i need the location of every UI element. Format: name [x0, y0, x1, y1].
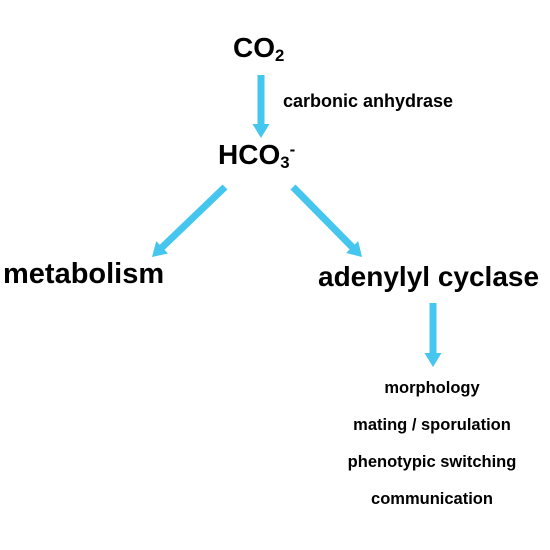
arrow-adenylyl-cyclase-to-outcomes: [424, 303, 442, 367]
co2-base: CO: [233, 32, 275, 63]
adenylyl-cyclase-label: adenylyl cyclase: [318, 261, 540, 292]
arrow-shaft: [290, 184, 356, 251]
outcome-phenotypic-switching: phenotypic switching: [347, 453, 517, 471]
hco3-base: HCO: [218, 139, 281, 170]
arrow-hco3-to-adenylyl-cyclase: [290, 184, 362, 257]
hco3-charge: -: [289, 139, 296, 159]
co2-subscript: 2: [275, 46, 285, 66]
arrow-head: [252, 124, 270, 138]
arrow-head: [424, 353, 442, 367]
co2-label: CO2: [233, 32, 285, 66]
hco3-subscript: 3: [280, 153, 290, 173]
arrow-head: [152, 241, 168, 257]
metabolism-label: metabolism: [3, 258, 165, 290]
arrow-shaft: [158, 184, 228, 251]
outcome-morphology: morphology: [384, 379, 480, 397]
carbonic-anhydrase-label: carbonic anhydrase: [283, 91, 454, 111]
outcome-list: morphology mating / sporulation phenotyp…: [332, 378, 532, 526]
arrow-hco3-to-metabolism: [152, 184, 228, 257]
bicarbonate-label: HCO3-: [218, 139, 296, 173]
arrow-head: [346, 241, 362, 257]
arrow-co2-to-hco3: [252, 75, 270, 138]
outcome-communication: communication: [371, 490, 493, 508]
outcome-mating-sporulation: mating / sporulation: [353, 416, 511, 434]
